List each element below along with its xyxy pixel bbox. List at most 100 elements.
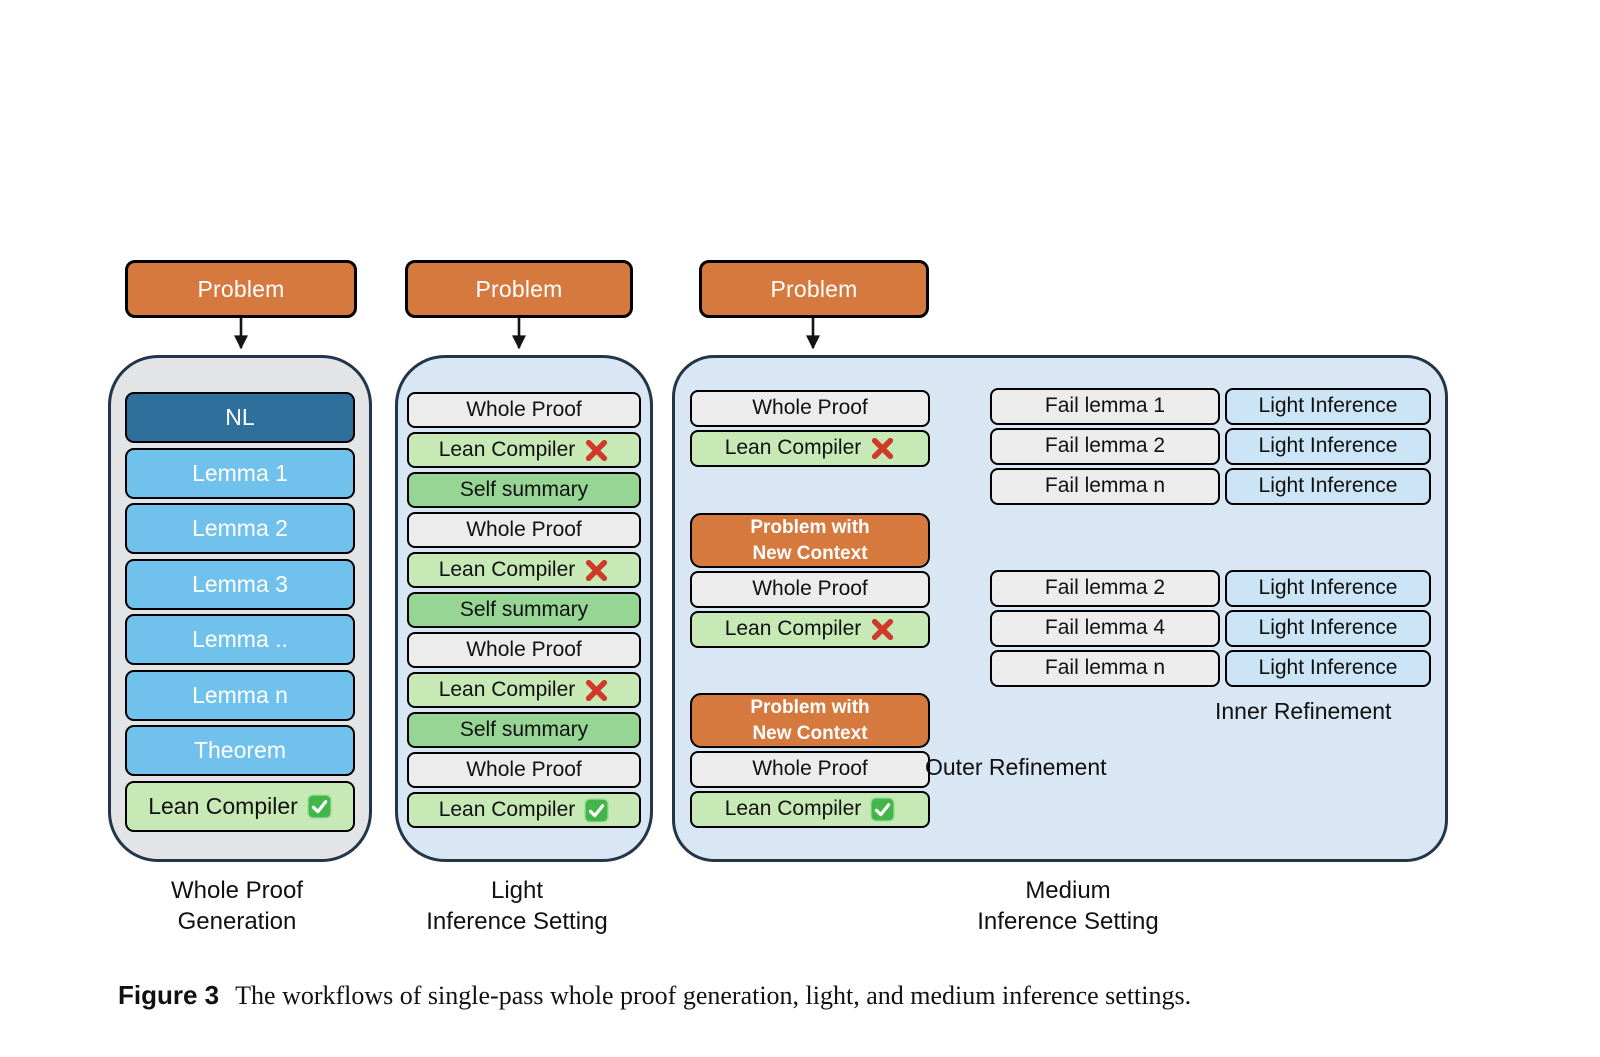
light-inference-box: Light Inference — [1225, 610, 1431, 647]
box-label: Lemma n — [192, 681, 288, 708]
box-whole-proof: Whole Proof — [407, 752, 641, 788]
box-label: Theorem — [193, 737, 287, 764]
panel-caption-1: Whole Proof Generation — [97, 876, 377, 937]
box-label: Lean Compiler — [438, 557, 576, 581]
light-inference-box: Light Inference — [1225, 388, 1431, 425]
box-whole-proof: Whole Proof — [407, 632, 641, 668]
problem-label: Problem — [197, 275, 285, 302]
problem-label: Problem — [770, 275, 858, 302]
panel-caption-3: Medium Inference Setting — [848, 876, 1288, 937]
box-label: Fail lemma 2 — [1044, 434, 1166, 458]
fail-row: Fail lemma n Light Inference — [990, 650, 1431, 687]
box-label: Whole Proof — [466, 397, 582, 421]
box-label: Lean Compiler — [438, 797, 576, 821]
box-lean-compiler: Lean Compiler — [690, 791, 930, 828]
check-icon — [584, 797, 610, 823]
outer-refinement-label: Outer Refinement — [925, 754, 1107, 780]
box-label: Self summary — [459, 717, 589, 741]
cross-icon — [584, 558, 609, 583]
check-icon — [306, 793, 332, 819]
box-label: Light Inference — [1258, 394, 1398, 418]
fail-lemma-box: Fail lemma 1 — [990, 388, 1220, 425]
figure-caption: Figure 3 The workflows of single-pass who… — [118, 980, 1558, 1011]
caption-line: Medium — [1025, 877, 1111, 904]
fail-row: Fail lemma 4 Light Inference — [990, 610, 1431, 647]
cross-icon — [584, 678, 609, 703]
box-label: Fail lemma 4 — [1044, 616, 1166, 640]
box-label: Whole Proof — [752, 396, 868, 420]
box-whole-proof: Whole Proof — [407, 512, 641, 548]
box-lean-compiler: Lean Compiler — [690, 430, 930, 467]
box-label: Whole Proof — [752, 577, 868, 601]
cross-icon — [870, 617, 895, 642]
cross-icon — [584, 438, 609, 463]
box-label: Light Inference — [1258, 656, 1398, 680]
figure-caption-text: The workflows of single-pass whole proof… — [235, 981, 1192, 1010]
fail-row: Fail lemma 2 Light Inference — [990, 570, 1431, 607]
box-label: Light Inference — [1258, 616, 1398, 640]
caption-line: Inference Setting — [426, 907, 608, 935]
fail-lemma-box: Fail lemma 4 — [990, 610, 1220, 647]
box-label: Self summary — [459, 597, 589, 621]
light-inference-box: Light Inference — [1225, 570, 1431, 607]
box-label: Fail lemma 2 — [1044, 576, 1166, 600]
caption-line: Light — [490, 877, 544, 904]
box-label: Lemma 3 — [192, 570, 288, 597]
box-label: Whole Proof — [466, 757, 582, 781]
box-label: Whole Proof — [466, 517, 582, 541]
cross-icon — [870, 436, 895, 461]
box-lemma-n: Lemma n — [125, 669, 355, 721]
caption-line: Inference Setting — [977, 907, 1159, 935]
box-lemma-3: Lemma 3 — [125, 558, 355, 610]
panel-whole-proof-generation: NL Lemma 1 Lemma 2 Lemma 3 Lemma .. Lemma n Th… — [108, 355, 372, 862]
box-label: Lemma 1 — [192, 459, 288, 486]
box-label: Whole Proof — [466, 637, 582, 661]
panel-caption-2: Light Inference Setting — [387, 876, 647, 937]
check-icon — [870, 797, 896, 822]
box-label: Lean Compiler — [724, 617, 862, 641]
box-self-summary: Self summary — [407, 712, 641, 748]
box-label: Fail lemma 1 — [1044, 394, 1166, 418]
inner-refinement-label: Inner Refinement — [1215, 698, 1392, 724]
fail-lemma-box: Fail lemma 2 — [990, 428, 1220, 465]
box-label: Light Inference — [1258, 474, 1398, 498]
box-label: Lemma .. — [192, 626, 288, 653]
box-lemma-2: Lemma 2 — [125, 503, 355, 554]
box-whole-proof: Whole Proof — [690, 751, 930, 788]
box-label: Self summary — [459, 477, 589, 501]
box-lean-compiler: Lean Compiler — [407, 432, 641, 468]
fail-lemma-box: Fail lemma n — [990, 468, 1220, 505]
box-lean-compiler: Lean Compiler — [690, 611, 930, 648]
box-lean-compiler: Lean Compiler — [407, 792, 641, 828]
box-lean-compiler: Lean Compiler — [125, 780, 355, 832]
problem-label: Problem — [475, 275, 563, 302]
box-whole-proof: Whole Proof — [690, 571, 930, 608]
box-lean-compiler: Lean Compiler — [407, 552, 641, 588]
box-label: Light Inference — [1258, 576, 1398, 600]
caption-line: Generation — [177, 907, 297, 935]
light-inference-box: Light Inference — [1225, 428, 1431, 465]
figure-number: Figure 3 — [118, 980, 220, 1010]
caption-line: Whole Proof — [170, 877, 304, 904]
proof-stack: NL Lemma 1 Lemma 2 Lemma 3 Lemma .. Lemma n Th… — [111, 358, 369, 832]
light-inference-box: Light Inference — [1225, 650, 1431, 687]
box-label: Fail lemma n — [1044, 656, 1166, 680]
box-lemma-1: Lemma 1 — [125, 447, 355, 499]
box-label: NL — [225, 404, 255, 431]
box-self-summary: Self summary — [407, 472, 641, 508]
box-label: Fail lemma n — [1044, 474, 1166, 498]
box-self-summary: Self summary — [407, 592, 641, 628]
box-nl: NL — [125, 392, 355, 443]
problem-box-1: Problem — [125, 260, 357, 318]
